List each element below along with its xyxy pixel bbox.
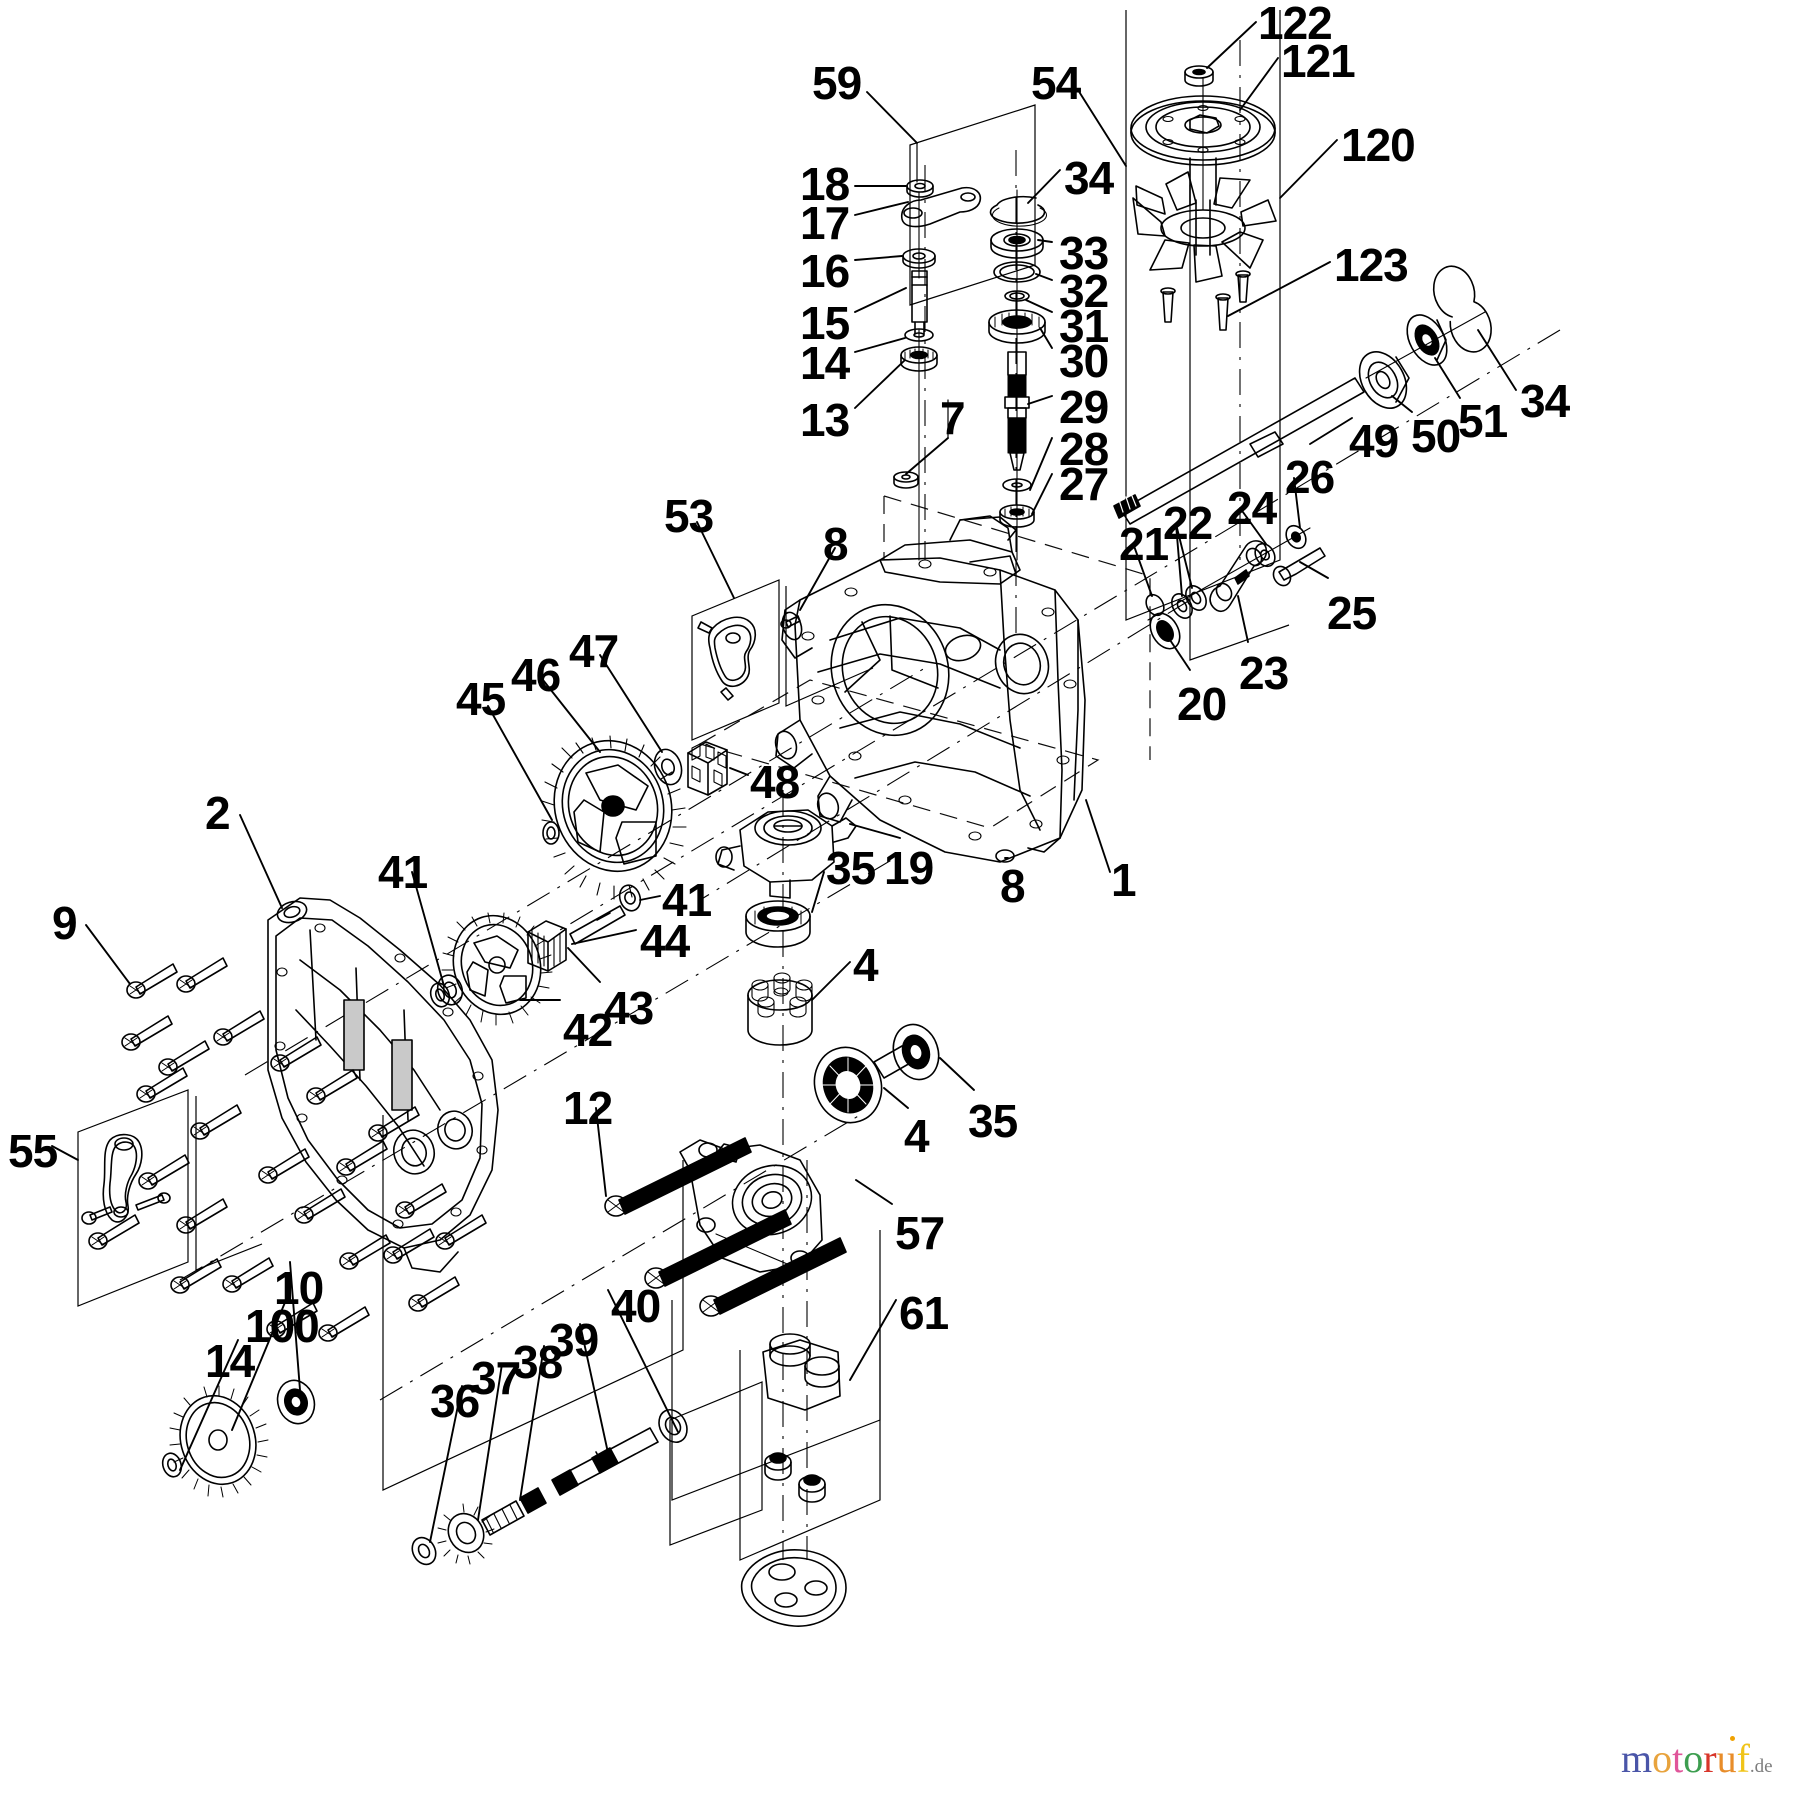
callout-49: 49 (1349, 415, 1399, 467)
callout-21: 21 (1119, 518, 1169, 570)
callout-50: 50 (1411, 410, 1461, 462)
callout-46: 46 (511, 649, 561, 701)
callout-15: 15 (800, 297, 850, 349)
callout-10: 10 (274, 1262, 324, 1314)
callout-38: 38 (513, 1336, 563, 1388)
callout-48: 48 (750, 756, 800, 808)
callout-24: 24 (1227, 482, 1277, 534)
callout-16: 16 (800, 245, 850, 297)
callout-59: 59 (812, 57, 862, 109)
callout-41a: 41 (378, 846, 428, 898)
callout-8a: 8 (823, 518, 849, 570)
callout-51: 51 (1458, 395, 1508, 447)
callout-123: 123 (1334, 239, 1409, 291)
callout-45: 45 (456, 673, 506, 725)
callout-57: 57 (895, 1207, 945, 1259)
callout-34a: 34 (1064, 152, 1114, 204)
callout-35a: 35 (826, 842, 876, 894)
callout-18: 18 (800, 158, 850, 210)
callout-35b: 35 (968, 1095, 1018, 1147)
watermark-letter-r: r (1703, 1736, 1717, 1781)
callout-44: 44 (640, 915, 690, 967)
callout-22: 22 (1163, 497, 1213, 549)
callout-100: 100 (245, 1300, 320, 1352)
callout-33: 33 (1059, 227, 1109, 279)
watermark-dot-icon (1729, 1736, 1735, 1741)
callout-7: 7 (940, 392, 966, 444)
callout-9: 9 (52, 897, 78, 949)
watermark-letter-t: t (1672, 1736, 1684, 1781)
callout-43: 43 (604, 982, 654, 1034)
callout-23: 23 (1239, 647, 1289, 699)
callout-13: 13 (800, 394, 850, 446)
callout-120: 120 (1341, 119, 1416, 171)
callout-47: 47 (569, 625, 619, 677)
callout-12: 12 (563, 1082, 613, 1134)
callout-29: 29 (1059, 381, 1109, 433)
callout-53: 53 (664, 490, 714, 542)
callout-28: 28 (1059, 423, 1109, 475)
callout-40: 40 (611, 1280, 661, 1332)
callout-37: 37 (471, 1352, 521, 1404)
callout-122: 122 (1258, 0, 1333, 49)
callout-14b: 14 (205, 1335, 255, 1387)
callout-19: 19 (884, 842, 934, 894)
callout-32: 32 (1059, 265, 1109, 317)
watermark-letter-o2: o (1683, 1736, 1704, 1781)
callout-8b: 8 (1000, 860, 1026, 912)
callout-20: 20 (1177, 678, 1227, 730)
callout-25: 25 (1327, 587, 1377, 639)
callout-14a: 14 (800, 337, 850, 389)
callout-17: 17 (800, 197, 850, 249)
watermark-letter-o1: o (1652, 1736, 1673, 1781)
callout-4a: 4 (853, 939, 879, 991)
callout-121: 121 (1281, 35, 1356, 87)
watermark-letter-f: f (1736, 1736, 1750, 1781)
callout-54: 54 (1031, 57, 1081, 109)
callout-30: 30 (1059, 335, 1109, 387)
callout-55: 55 (8, 1125, 58, 1177)
callout-31: 31 (1059, 300, 1109, 352)
motoruf-watermark: motoruf.de (1621, 1736, 1773, 1781)
watermark-letter-m: m (1621, 1736, 1653, 1781)
watermark-suffix: .de (1749, 1756, 1773, 1777)
callout-2: 2 (205, 787, 231, 839)
callout-34b: 34 (1520, 375, 1570, 427)
callout-39: 39 (549, 1314, 599, 1366)
callout-1: 1 (1111, 854, 1137, 906)
callout-41b: 41 (662, 874, 712, 926)
callout-4b: 4 (904, 1110, 930, 1162)
callout-26: 26 (1285, 451, 1335, 503)
callout-42: 42 (563, 1004, 613, 1056)
callout-61: 61 (899, 1287, 949, 1339)
callout-36: 36 (430, 1375, 480, 1427)
watermark-letter-u: u (1716, 1736, 1737, 1781)
callout-27: 27 (1059, 458, 1109, 510)
